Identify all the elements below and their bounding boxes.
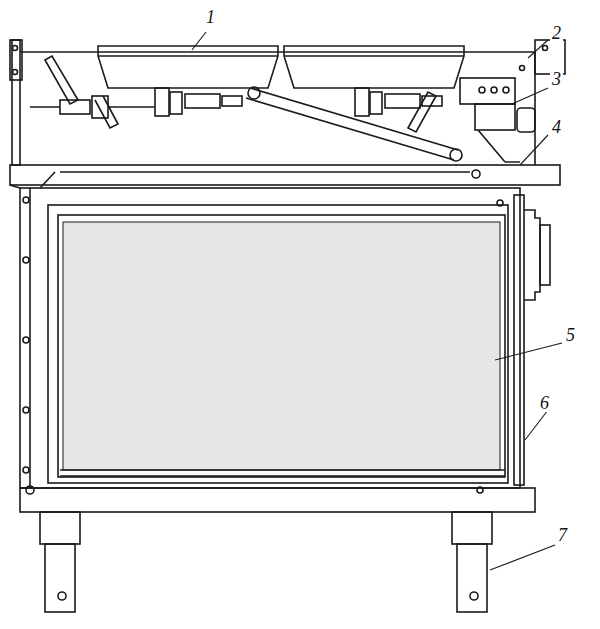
callout-number: 4	[550, 118, 563, 136]
callout-number: 6	[538, 394, 551, 412]
callout-number: 1	[204, 8, 217, 26]
callout-number: 7	[556, 526, 569, 544]
callout-number: 3	[550, 70, 563, 88]
callout-number: 5	[564, 326, 577, 344]
callout-number: 2	[550, 24, 563, 42]
